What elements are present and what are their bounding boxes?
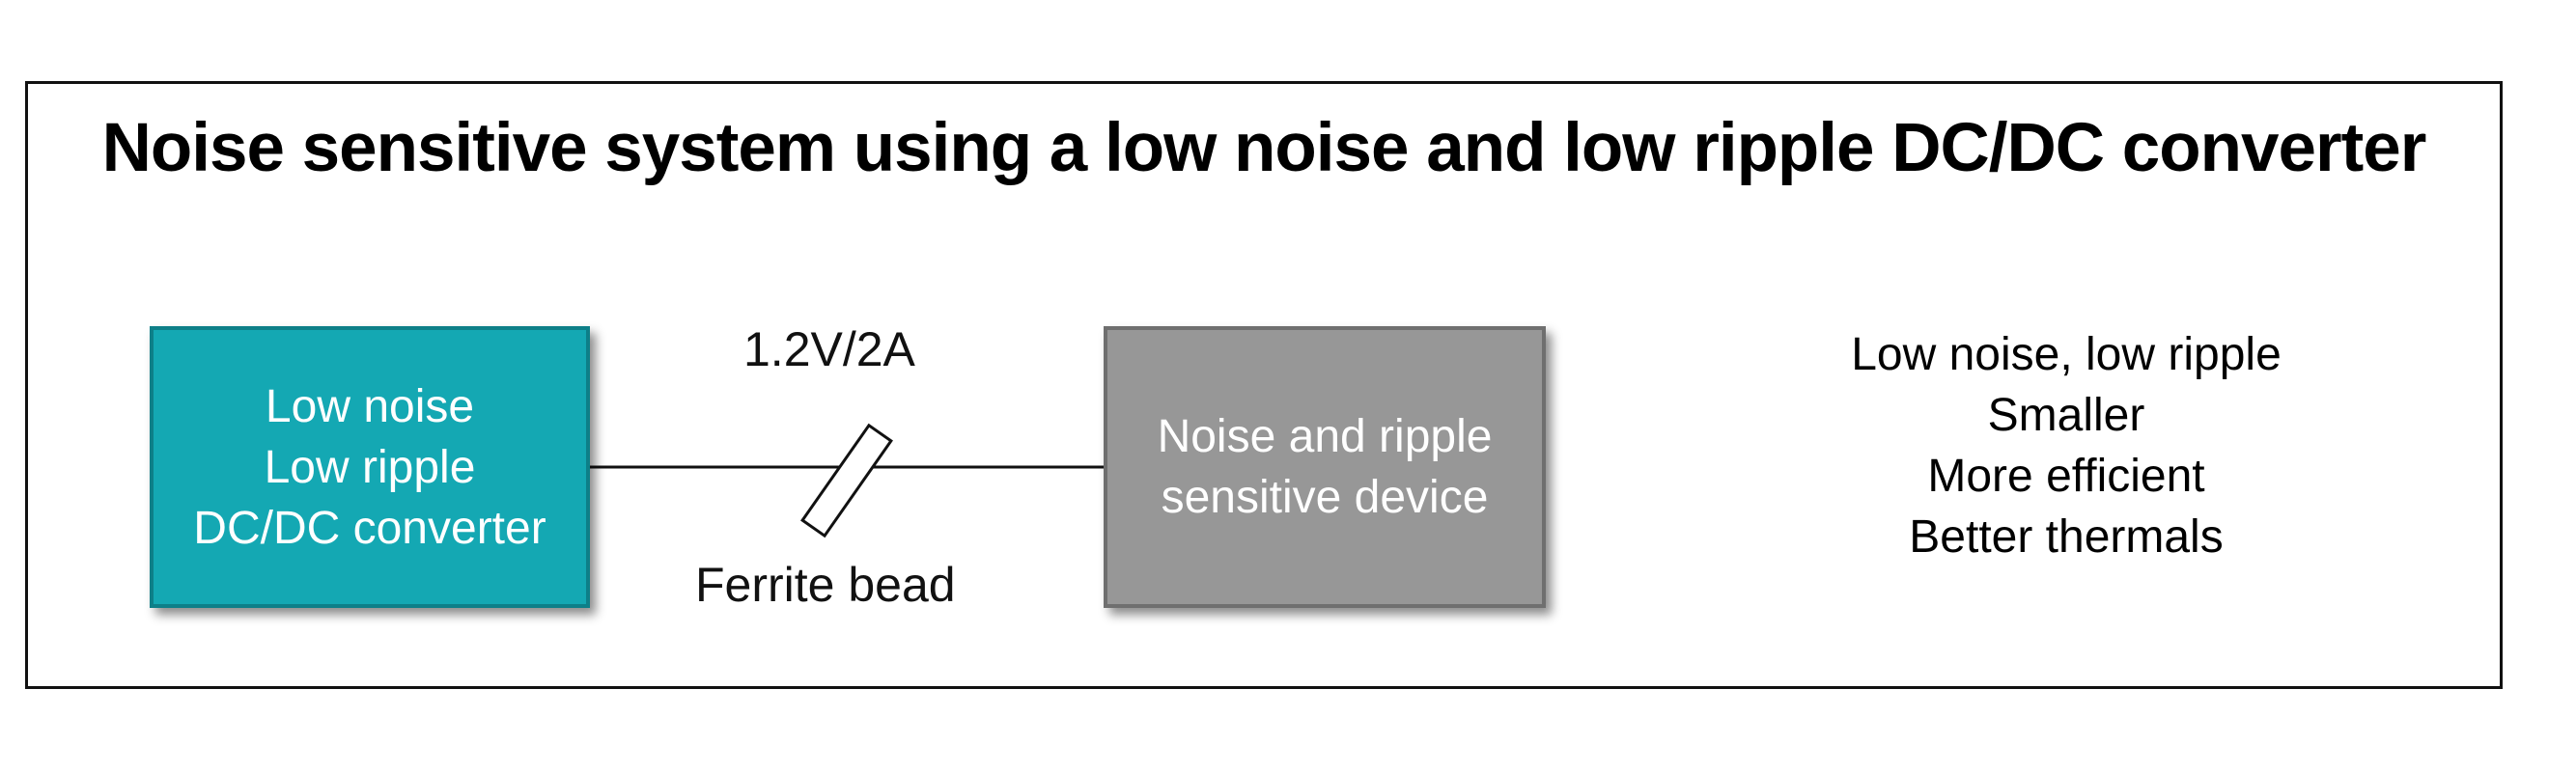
benefit-item: Low noise, low ripple [1851, 329, 2282, 380]
device-line-2: sensitive device [1161, 472, 1489, 523]
sensitive-device-block: Noise and ripple sensitive device [1104, 326, 1546, 608]
benefit-item: More efficient [1927, 451, 2205, 502]
converter-line-2: Low ripple [264, 441, 476, 493]
ferrite-bead-label: Ferrite bead [695, 558, 956, 612]
device-line-1: Noise and ripple [1157, 411, 1493, 462]
benefit-item: Better thermals [1909, 511, 2224, 563]
converter-line-3: DC/DC converter [193, 502, 546, 554]
benefit-item: Smaller [1987, 390, 2145, 441]
voltage-label: 1.2V/2A [743, 322, 915, 376]
ferrite-bead-icon [800, 423, 893, 538]
diagram-title: Noise sensitive system using a low noise… [101, 110, 2427, 186]
dc-dc-converter-block: Low noise Low ripple DC/DC converter [150, 326, 590, 608]
converter-line-1: Low noise [265, 380, 475, 432]
benefits-list: Low noise, low ripple Smaller More effic… [1757, 324, 2375, 567]
